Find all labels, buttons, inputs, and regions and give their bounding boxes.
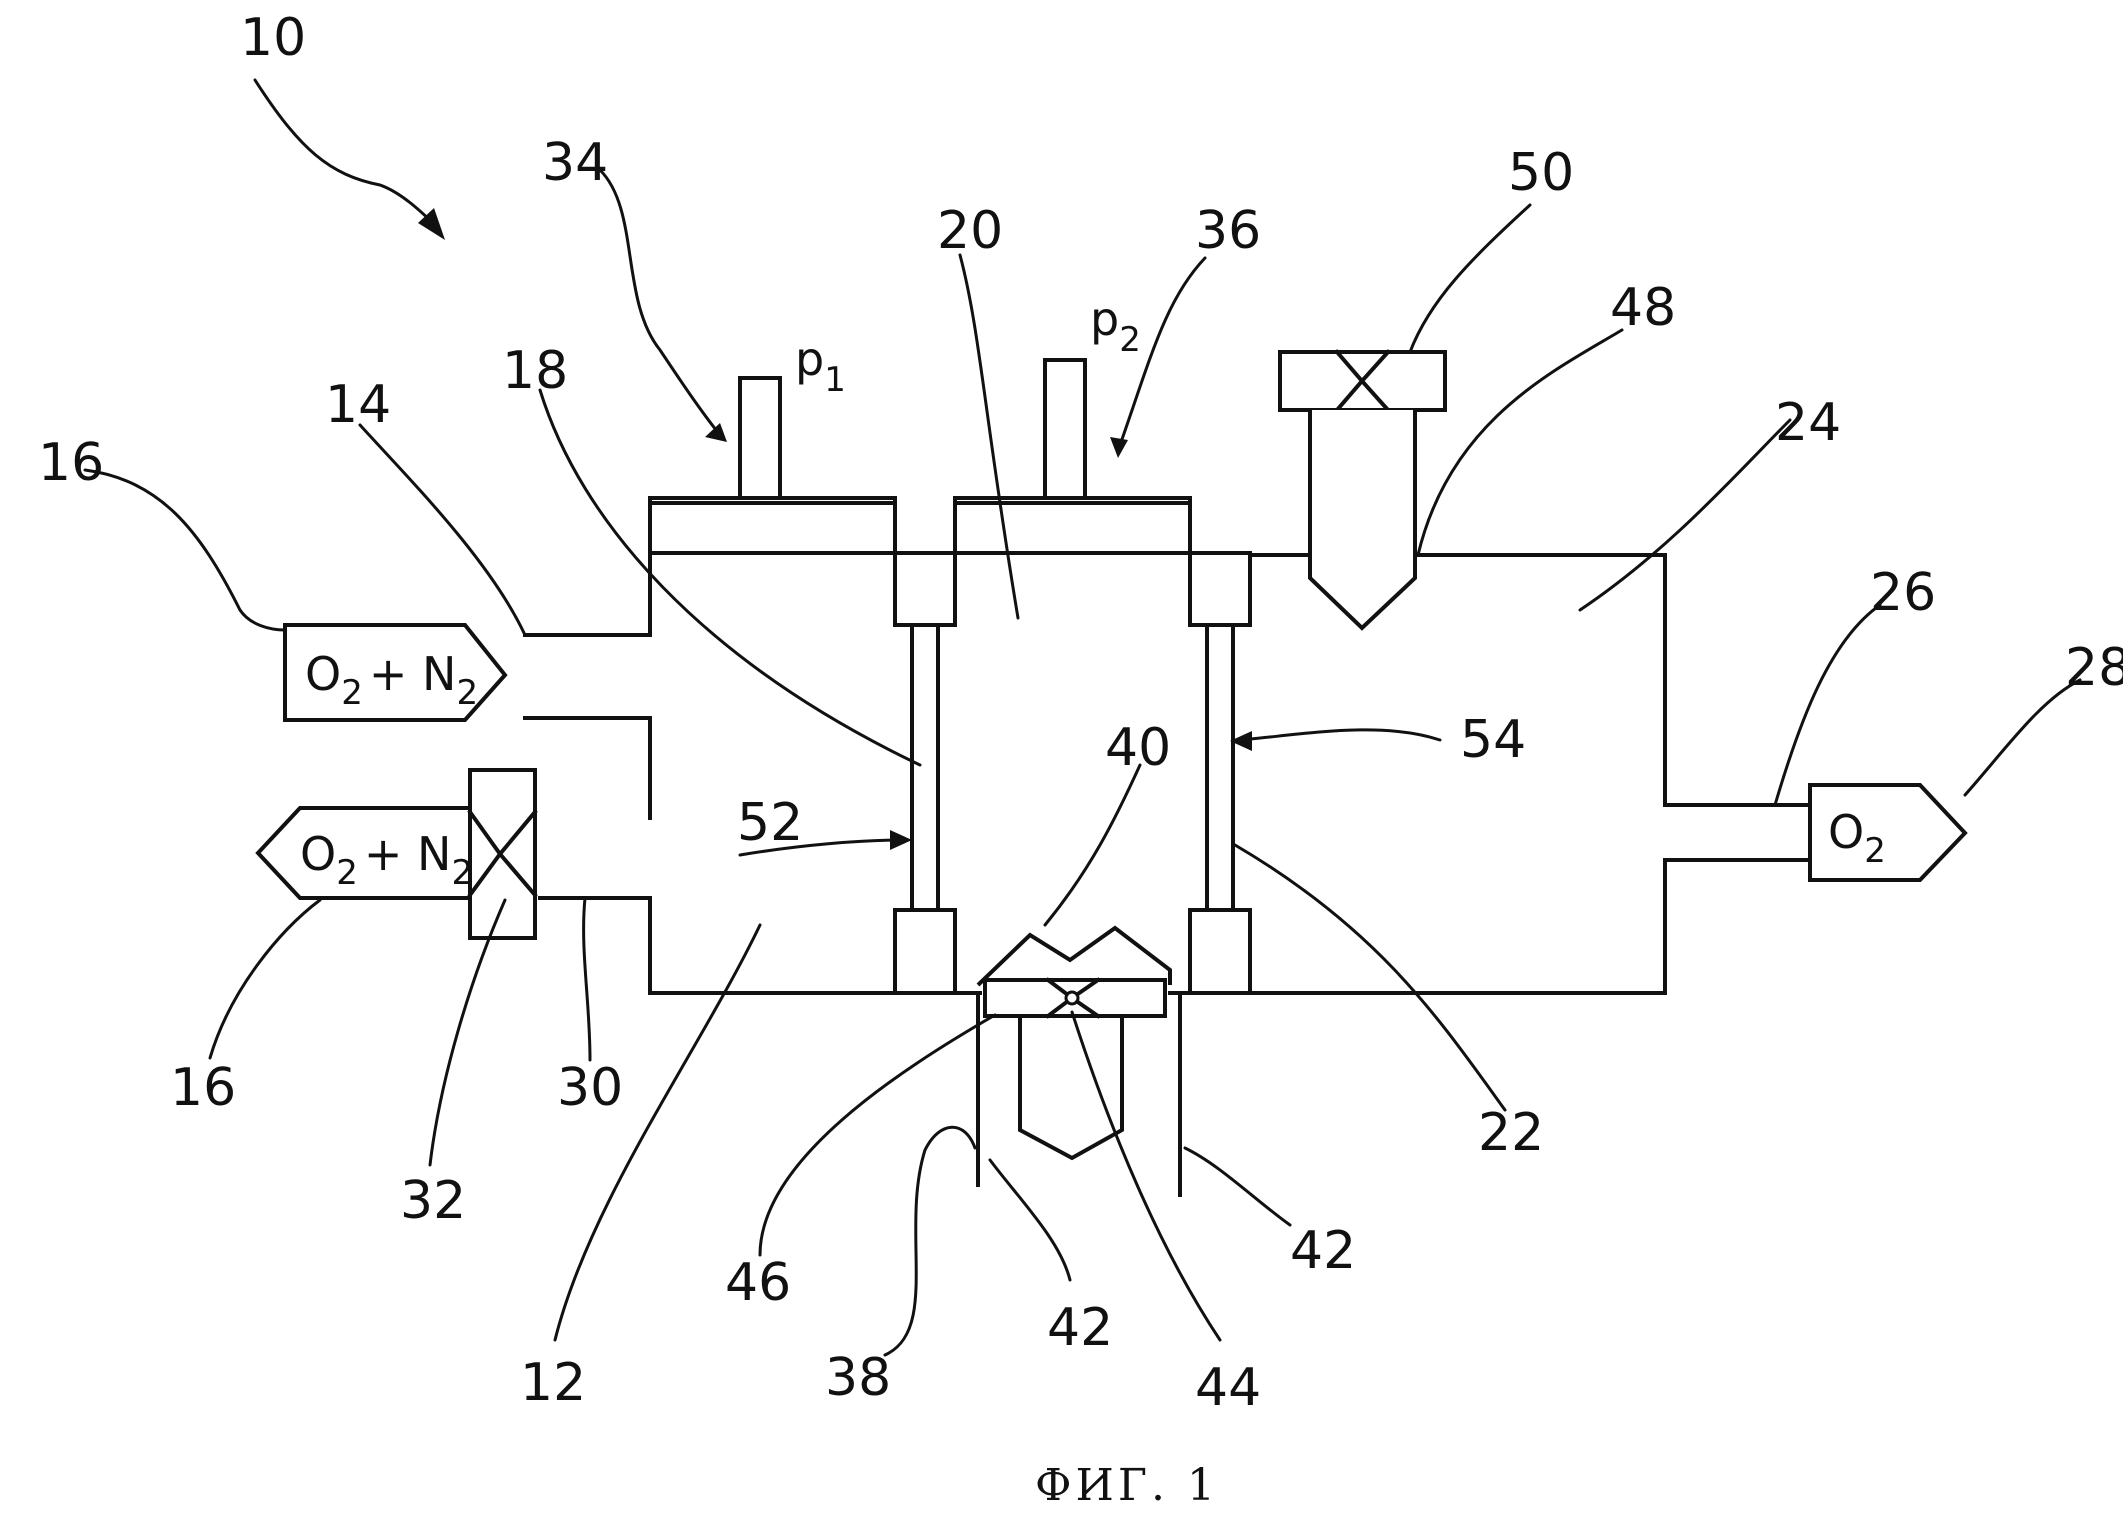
ref-30: 30 bbox=[557, 1058, 623, 1118]
ref-48: 48 bbox=[1610, 278, 1676, 338]
ref-26: 26 bbox=[1870, 563, 1936, 623]
ref-36: 36 bbox=[1195, 201, 1261, 261]
ref-20: 20 bbox=[937, 201, 1003, 261]
valve-50 bbox=[1280, 352, 1445, 628]
valve-32 bbox=[470, 770, 535, 938]
ref-42-right: 42 bbox=[1290, 1221, 1356, 1281]
pressure-label-p2: p2 bbox=[1090, 292, 1141, 360]
ref-34: 34 bbox=[542, 133, 608, 193]
valve-assembly-40 bbox=[978, 928, 1180, 1195]
ref-44: 44 bbox=[1195, 1358, 1261, 1418]
ref-50: 50 bbox=[1508, 143, 1574, 203]
chamber-12 bbox=[525, 503, 895, 993]
chamber-24 bbox=[1250, 555, 1810, 993]
pressure-port-36 bbox=[955, 360, 1190, 553]
ref-14: 14 bbox=[325, 375, 391, 435]
ref-28: 28 bbox=[2065, 638, 2123, 698]
pressure-label-p1: p1 bbox=[795, 332, 846, 400]
ref-52: 52 bbox=[737, 793, 803, 853]
ref-42-left: 42 bbox=[1047, 1298, 1113, 1358]
ref-22: 22 bbox=[1478, 1103, 1544, 1163]
pressure-port-34 bbox=[650, 378, 895, 553]
ref-38: 38 bbox=[825, 1348, 891, 1408]
ref-16-bottom: 16 bbox=[170, 1058, 236, 1118]
ref-54: 54 bbox=[1460, 710, 1526, 770]
ref-12: 12 bbox=[520, 1353, 586, 1413]
membrane-54 bbox=[1190, 553, 1250, 993]
ref-24: 24 bbox=[1775, 393, 1841, 453]
ref-32: 32 bbox=[400, 1171, 466, 1231]
ref-18: 18 bbox=[502, 341, 568, 401]
ref-40: 40 bbox=[1105, 718, 1171, 778]
figure-caption: ФИГ. 1 bbox=[1035, 1460, 1219, 1511]
membrane-52 bbox=[895, 553, 955, 993]
ref-46: 46 bbox=[725, 1253, 791, 1313]
ref-10: 10 bbox=[240, 8, 306, 68]
ref-16-top: 16 bbox=[38, 433, 104, 493]
